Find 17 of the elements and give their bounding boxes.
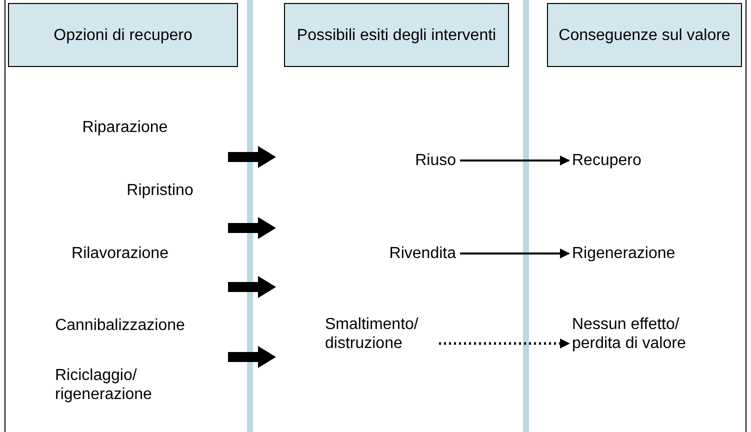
arrow <box>439 338 570 348</box>
item-label: Nessun effetto/ perdita di valore <box>572 315 712 353</box>
arrow <box>460 248 570 258</box>
column-header: Possibili esiti degli interventi <box>284 3 509 67</box>
arrow <box>460 156 570 166</box>
item-label: Smaltimento/ distruzione <box>325 315 435 353</box>
item-label: Riparazione <box>60 118 190 137</box>
item-label: Riuso <box>390 151 456 170</box>
item-label: Cannibalizzazione <box>30 316 210 335</box>
item-label: Rilavorazione <box>55 244 185 263</box>
item-label: Recupero <box>572 151 662 170</box>
column-header: Opzioni di recupero <box>8 3 238 67</box>
item-label: Rivendita <box>350 244 456 263</box>
item-label: Rigenerazione <box>572 244 702 263</box>
item-label: Riciclaggio/ rigenerazione <box>55 366 185 404</box>
item-label: Ripristino <box>100 181 220 200</box>
column-header: Conseguenze sul valore <box>547 3 742 67</box>
